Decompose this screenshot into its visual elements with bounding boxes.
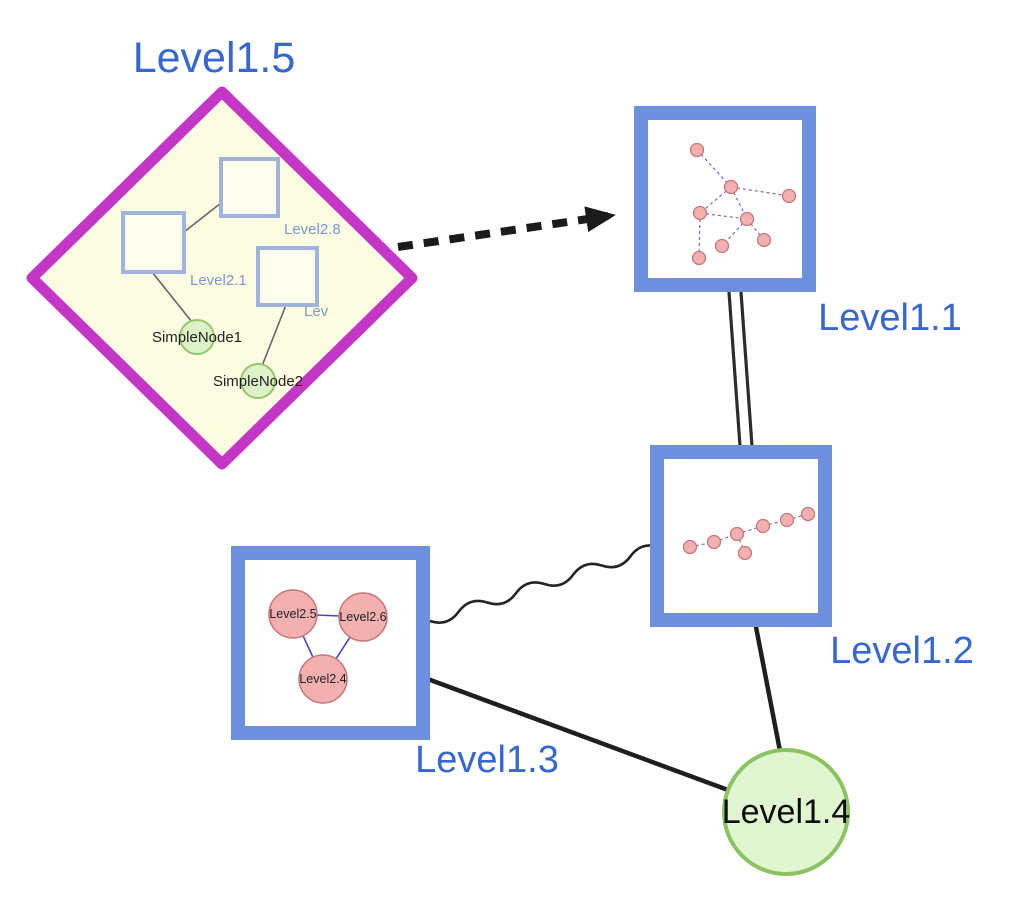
- mini-graph-node[interactable]: [689, 142, 705, 158]
- node-level2-6[interactable]: [338, 592, 388, 642]
- mini-graph-edge: [730, 186, 790, 197]
- mini-graph-node[interactable]: [692, 205, 708, 221]
- edge-level2-1-level2-8: [183, 202, 222, 233]
- mini-graph-node[interactable]: [729, 526, 745, 542]
- node-level2-8-label: Level2.8: [284, 221, 341, 238]
- mini-graph-node[interactable]: [800, 506, 816, 522]
- edge-level2-1-simplenode1: [151, 271, 193, 323]
- mini-graph-node[interactable]: [756, 232, 772, 248]
- edge-level11-level12-line1: [727, 291, 742, 447]
- mini-graph-node[interactable]: [706, 534, 722, 550]
- level1-1-frame[interactable]: [634, 106, 816, 292]
- node-level2-x-label: Lev: [304, 303, 329, 320]
- node-level2-1-label: Level2.1: [190, 272, 247, 289]
- mini-graph-node[interactable]: [714, 238, 730, 254]
- edge-level15-level11[interactable]: [397, 206, 616, 251]
- mini-graph-edge: [698, 212, 701, 259]
- node-level2-6-label: Level2.6: [339, 610, 386, 624]
- mini-graph-edge: [736, 525, 764, 535]
- level1-3-frame[interactable]: [231, 546, 430, 740]
- node-level2-1[interactable]: [121, 211, 186, 274]
- node-level1-4-label: Level1.4: [722, 793, 851, 831]
- node-level2-4[interactable]: [298, 654, 348, 704]
- mini-graph-node[interactable]: [755, 518, 771, 534]
- node-simplenode1-label: SimpleNode1: [152, 329, 242, 346]
- node-level2-8[interactable]: [219, 157, 280, 218]
- mini-graph-edge: [696, 149, 732, 188]
- level1-4-circle-shape[interactable]: [722, 748, 850, 876]
- mini-graph-node[interactable]: [737, 545, 753, 561]
- mini-graph-node[interactable]: [691, 250, 707, 266]
- edge-level11-level12-line2: [739, 291, 754, 447]
- node-level2-5[interactable]: [268, 589, 318, 639]
- mini-graph-node[interactable]: [723, 179, 739, 195]
- edge-level11-level12[interactable]: [727, 291, 754, 447]
- node-level2-4-label: Level2.4: [299, 672, 346, 686]
- node-level1-2-label: Level1.2: [830, 630, 974, 672]
- mini-graph-node[interactable]: [682, 539, 698, 555]
- mini-graph-node[interactable]: [779, 512, 795, 528]
- node-simplenode1[interactable]: [179, 319, 215, 355]
- node-level1-1-label: Level1.1: [818, 297, 962, 339]
- mini-graph-node[interactable]: [781, 188, 797, 204]
- edge-level13-level14[interactable]: [422, 675, 731, 793]
- edge-level2-x-simplenode2: [261, 304, 287, 367]
- mini-graph-edge: [746, 218, 765, 241]
- node-level1-4[interactable]: Level1.4: [722, 748, 851, 876]
- node-level1-3[interactable]: Level2.5 Level2.6 Level2.4: [231, 546, 430, 740]
- edge-level13-level12[interactable]: [429, 544, 660, 624]
- minigraph-level1-1: [689, 142, 797, 266]
- minigraph-level1-2: [682, 506, 816, 561]
- node-simplenode2-label: SimpleNode2: [213, 373, 303, 390]
- node-level1-3-label: Level1.3: [415, 739, 559, 781]
- node-simplenode2[interactable]: [240, 363, 276, 399]
- mini-graph-node[interactable]: [739, 211, 755, 227]
- node-level1-5[interactable]: Level2.8 Level2.1 Lev SimpleNode1 Simple…: [26, 86, 418, 470]
- node-level2-x[interactable]: [256, 246, 319, 307]
- node-level2-5-label: Level2.5: [269, 607, 316, 621]
- level1-5-diamond-shape[interactable]: [26, 86, 418, 470]
- edge-level12-level14[interactable]: [753, 624, 783, 754]
- node-level1-1[interactable]: [634, 106, 816, 292]
- mini-graph-edge: [699, 212, 748, 220]
- node-level1-2[interactable]: [650, 445, 832, 627]
- node-level1-5-label: Level1.5: [133, 34, 296, 82]
